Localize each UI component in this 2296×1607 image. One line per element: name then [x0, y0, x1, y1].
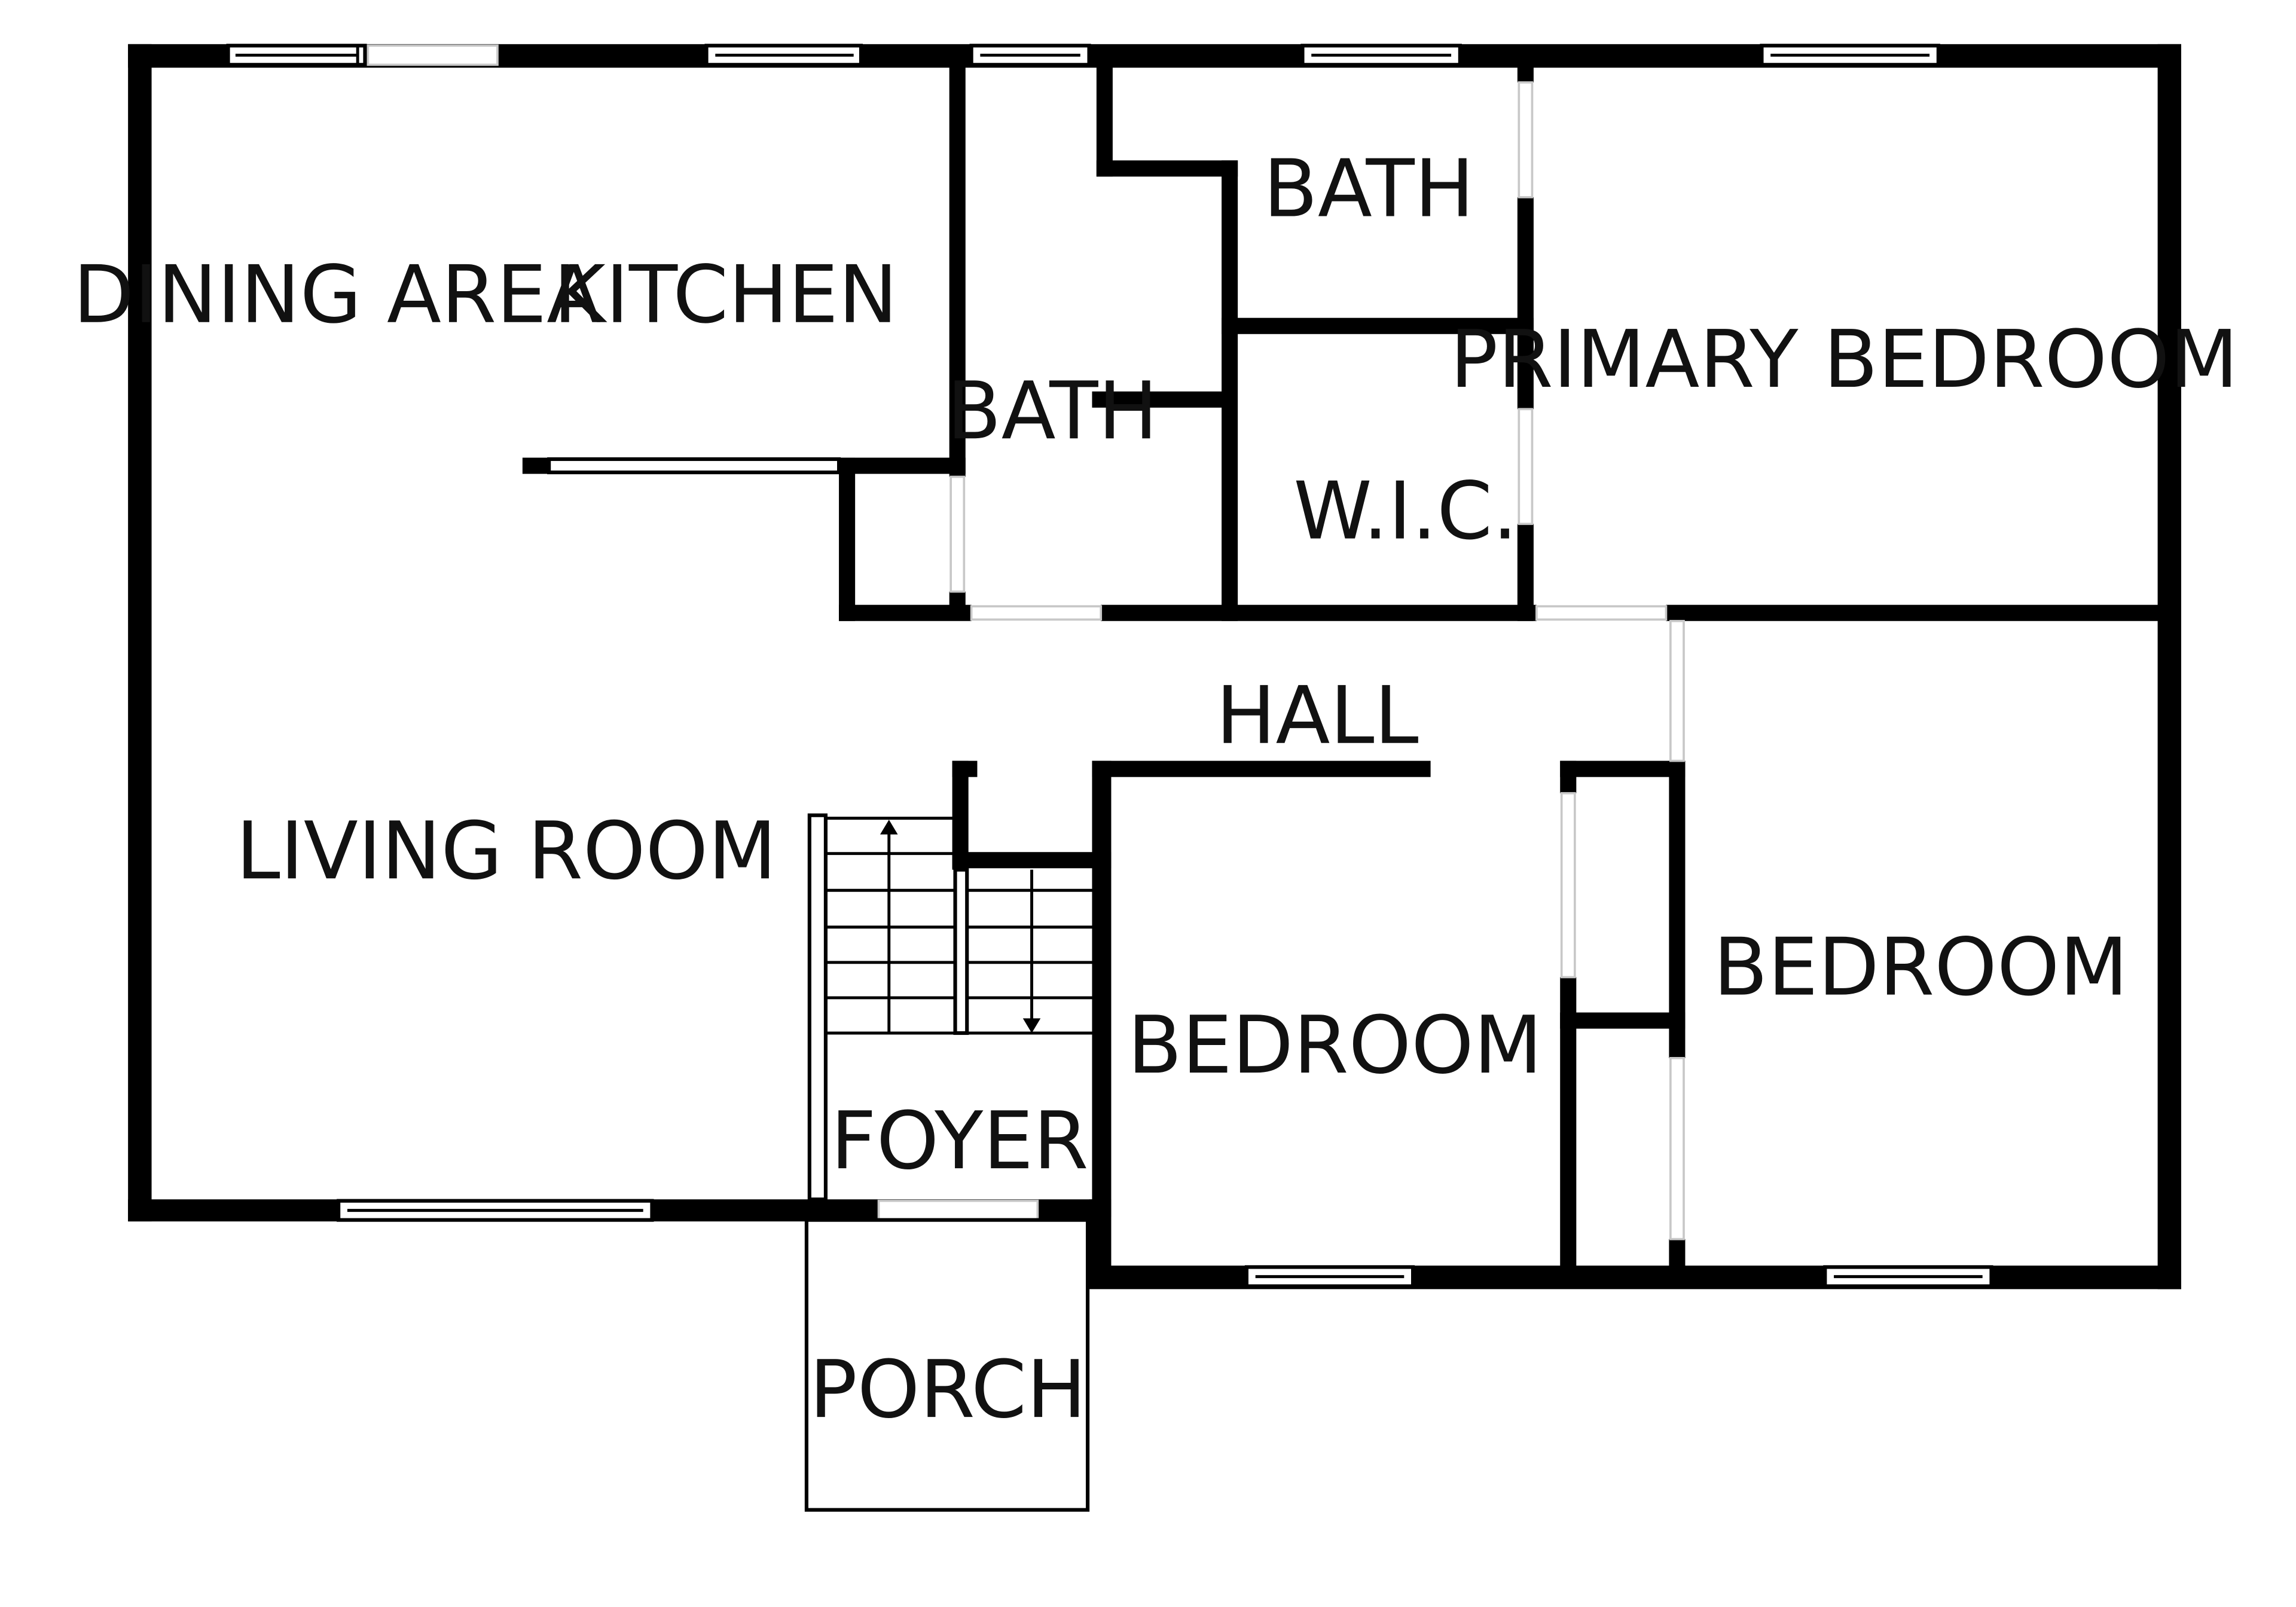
closet-top-wall-right	[1560, 760, 1686, 777]
label-bedroom-center: BEDROOM	[1128, 1000, 1543, 1092]
label-bath-hall: BATH	[947, 365, 1158, 457]
opening-bath	[970, 605, 1103, 621]
label-bedroom-right: BEDROOM	[1713, 922, 2128, 1014]
label-porch: PORCH	[810, 1344, 1086, 1436]
primary-wall-seg-3	[1517, 524, 1534, 621]
walls	[128, 44, 2182, 1290]
opening-primary-bedroom	[1535, 605, 1668, 621]
label-foyer: FOYER	[831, 1095, 1088, 1187]
closet-top-wall	[839, 457, 966, 474]
window	[226, 44, 367, 67]
center-bedroom-top-wall	[1092, 760, 1431, 777]
label-bath-primary: BATH	[1263, 143, 1474, 236]
opening-closet-right	[1669, 1057, 1685, 1241]
opening-closet-left	[1560, 792, 1576, 979]
kitchen-bath-wall	[949, 65, 966, 477]
window	[1823, 1265, 1993, 1288]
opening-bedroom-right	[1669, 619, 1685, 762]
primary-wall-seg-2	[1517, 197, 1534, 410]
label-primary-bedroom: PRIMARY BEDROOM	[1450, 314, 2238, 406]
front-door-opening	[877, 1199, 1039, 1221]
closet-right-wall-b	[1669, 1239, 1686, 1287]
label-kitchen: KITCHEN	[554, 249, 898, 341]
window	[337, 1199, 654, 1222]
exterior-wall-left	[128, 44, 152, 1222]
opening-closet	[949, 475, 966, 593]
label-living-room: LIVING ROOM	[236, 805, 777, 897]
stairs	[807, 813, 1097, 1202]
openings	[877, 81, 1685, 1241]
bath-notch-horizontal	[1096, 160, 1238, 177]
counter-top	[547, 457, 841, 475]
stair-rail-left	[807, 813, 828, 1202]
closet-left-wall	[839, 457, 856, 621]
opening-primary-bath	[1518, 81, 1534, 198]
primary-wall-seg-1	[1517, 65, 1534, 83]
bath-shelf-wall	[1092, 391, 1234, 408]
room-labels: DINING AREA KITCHEN BATH BATH W.I.C. PRI…	[73, 143, 2238, 1437]
closet-left-wall-top	[1560, 760, 1577, 793]
stair-wall-upper	[952, 760, 969, 870]
exterior-wall-right	[2157, 44, 2181, 1290]
porch-outline	[804, 1218, 1090, 1512]
bath-center-wall	[1222, 160, 1238, 621]
windows	[226, 44, 1993, 1288]
closet-right-wall-a	[1669, 760, 1686, 1058]
window	[1300, 44, 1462, 67]
window	[1244, 1265, 1415, 1288]
window	[969, 44, 1091, 67]
closet-right-stub	[949, 591, 966, 612]
opening-top-dining	[367, 44, 499, 66]
window	[704, 44, 863, 67]
stair-landing-wall	[952, 852, 1112, 869]
hall-top-wall-a	[1101, 604, 1537, 621]
arrow-down-icon	[1022, 1018, 1041, 1033]
arrow-up-icon	[880, 820, 898, 835]
closet-divider	[1560, 1012, 1686, 1029]
bath-wic-divider	[1222, 317, 1534, 334]
hall-top-wall-b	[1666, 604, 2181, 621]
counter-end	[522, 457, 552, 474]
label-dining-area: DINING AREA	[73, 249, 601, 341]
label-hall: HALL	[1216, 670, 1419, 762]
bath-notch-vertical	[1096, 65, 1113, 177]
opening-wic	[1518, 408, 1534, 526]
stair-rail-center	[953, 867, 969, 1035]
window	[1760, 44, 1940, 67]
center-bedroom-left-wall	[1092, 760, 1112, 1217]
label-wic: W.I.C.	[1293, 466, 1518, 558]
